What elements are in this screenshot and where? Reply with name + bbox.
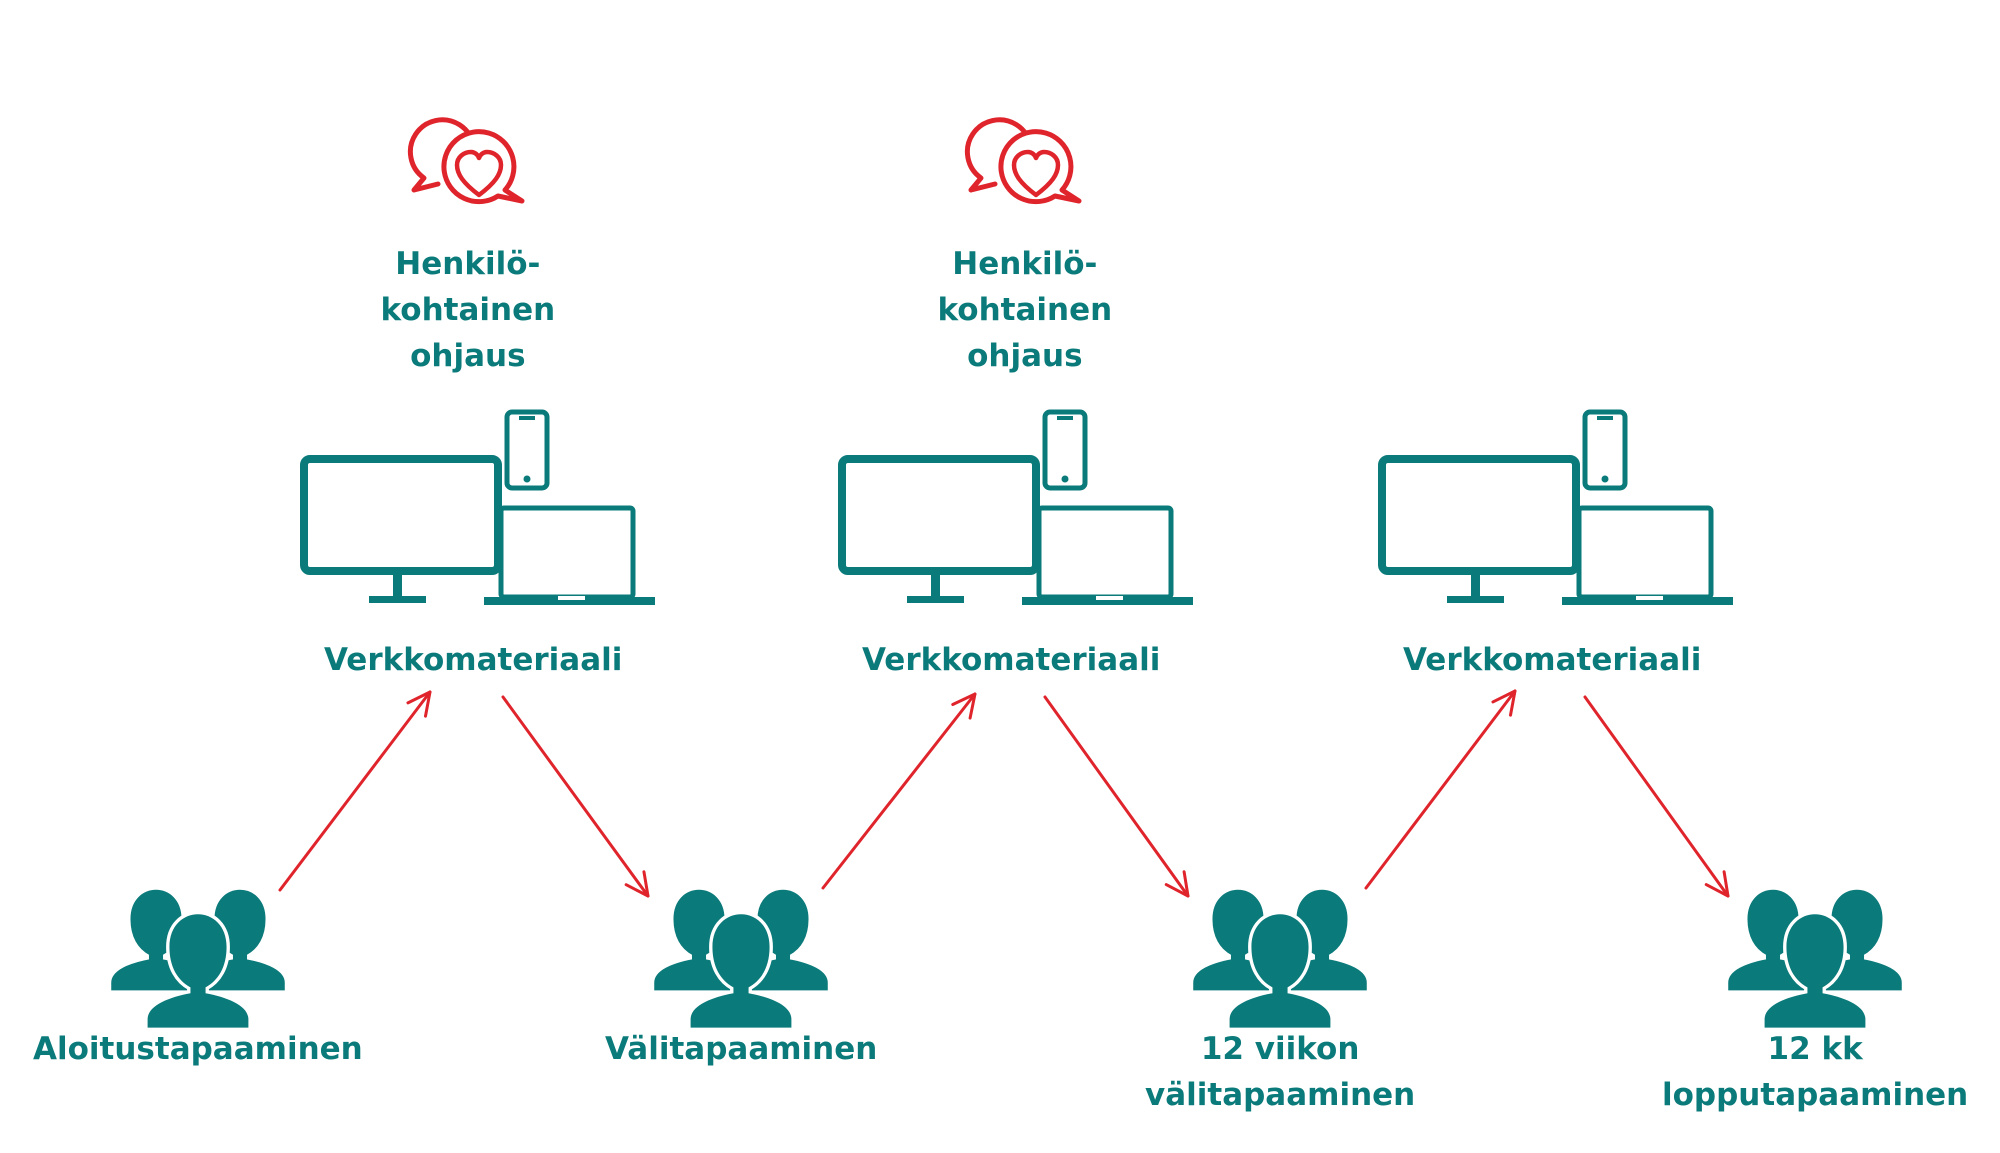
material-label: Verkkomateriaali	[1403, 637, 1701, 683]
meeting-label: 12 viikon välitapaaminen	[1145, 1026, 1415, 1118]
flow-arrow	[1364, 682, 1526, 890]
flow-arrow	[501, 695, 659, 904]
material-label: Verkkomateriaali	[862, 637, 1160, 683]
meeting-label: 12 kk lopputapaaminen	[1662, 1026, 1968, 1118]
people-group-icon	[1729, 890, 1902, 1028]
chat-heart-icon	[410, 120, 522, 202]
flow-arrow	[1043, 695, 1199, 904]
meeting-label-line: 12 kk	[1767, 1031, 1863, 1067]
meeting-label-line: 12 viikon	[1200, 1031, 1360, 1067]
material-label: Verkkomateriaali	[324, 637, 622, 683]
guidance-label-line: ohjaus	[967, 338, 1083, 374]
guidance-label-line: ohjaus	[410, 338, 526, 374]
material-label-line: Verkkomateriaali	[862, 642, 1161, 678]
flow-arrow	[278, 683, 441, 892]
chat-heart-icon	[967, 120, 1079, 202]
material-label-line: Verkkomateriaali	[1403, 642, 1702, 678]
flow-arrow	[821, 685, 986, 890]
people-group-icon	[1194, 890, 1367, 1028]
guidance-label: Henkilö-kohtainen ohjaus	[381, 241, 556, 379]
meeting-label: Aloitustapaaminen	[33, 1026, 363, 1072]
guidance-label-line: Henkilö-	[395, 246, 541, 282]
meeting-label-line: välitapaaminen	[1145, 1077, 1416, 1113]
guidance-label-line: kohtainen	[380, 292, 556, 328]
people-group-icon	[655, 890, 828, 1028]
devices-icon	[304, 412, 655, 605]
devices-icon	[842, 412, 1193, 605]
devices-icon	[1382, 412, 1733, 605]
guidance-label-line: Henkilö-	[952, 246, 1098, 282]
meeting-label-line: Aloitustapaaminen	[33, 1031, 363, 1067]
material-label-line: Verkkomateriaali	[324, 642, 623, 678]
flow-arrow	[1583, 695, 1739, 904]
people-group-icon	[112, 890, 285, 1028]
guidance-label: Henkilö-kohtainen ohjaus	[938, 241, 1113, 379]
meeting-label: Välitapaaminen	[605, 1026, 877, 1072]
meeting-label-line: Välitapaaminen	[605, 1031, 878, 1067]
meeting-label-line: lopputapaaminen	[1662, 1077, 1969, 1113]
guidance-label-line: kohtainen	[937, 292, 1113, 328]
